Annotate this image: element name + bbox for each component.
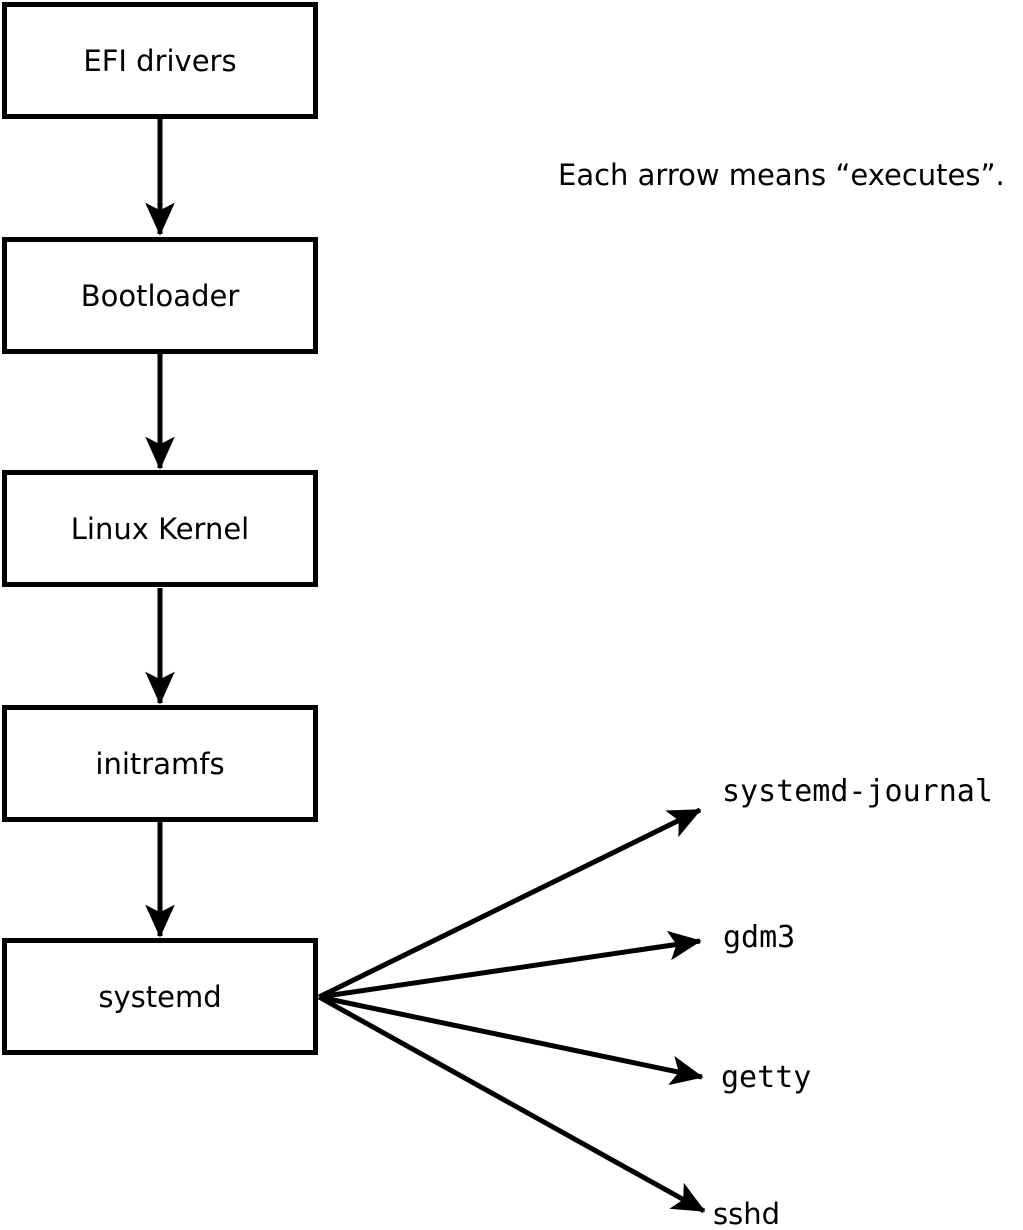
process-label-gdm3: gdm3 <box>723 920 796 955</box>
arrow-systemd-to-sshd <box>317 994 706 1214</box>
node-systemd-label: systemd <box>98 979 222 1014</box>
node-efi-drivers: EFI drivers <box>2 2 318 119</box>
legend-note: Each arrow means “executes”. <box>558 158 1005 192</box>
arrow-systemd-to-getty <box>318 994 704 1086</box>
node-bootloader: Bootloader <box>2 237 318 354</box>
process-label-systemd-journal: systemd-journal <box>722 774 993 809</box>
arrow-systemd-to-systemd-journal <box>317 807 702 1000</box>
node-linux-kernel-label: Linux Kernel <box>70 511 250 546</box>
node-systemd: systemd <box>2 938 318 1055</box>
process-label-getty: getty <box>721 1060 812 1095</box>
node-initramfs-label: initramfs <box>95 746 225 781</box>
arrow-systemd-to-gdm3 <box>318 930 702 1000</box>
node-linux-kernel: Linux Kernel <box>2 470 318 587</box>
node-efi-drivers-label: EFI drivers <box>83 43 237 78</box>
node-initramfs: initramfs <box>2 705 318 822</box>
process-label-sshd: sshd <box>713 1197 781 1230</box>
node-bootloader-label: Bootloader <box>80 278 240 313</box>
